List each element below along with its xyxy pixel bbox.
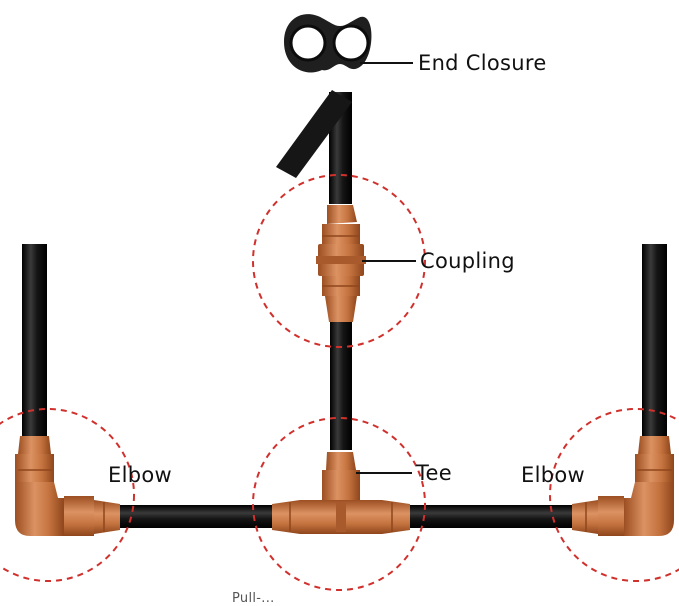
leader-lines	[356, 62, 416, 474]
end-closure-fitting	[284, 14, 372, 73]
bottom-caption: Pull-...	[232, 591, 275, 606]
elbow-right-fitting	[572, 436, 674, 536]
pipe-horizontal-right	[408, 505, 573, 528]
pipe-center-angled	[276, 90, 352, 178]
highlight-circles	[0, 174, 679, 591]
elbow-left-highlight-circle	[0, 408, 135, 582]
tee-highlight-circle	[252, 417, 426, 591]
elbow-left-fitting	[15, 436, 120, 536]
pipe-center-lower	[330, 322, 352, 450]
coupling-label: Coupling	[420, 249, 515, 273]
tee-label: Tee	[416, 461, 452, 485]
pipe-left-vertical	[22, 244, 47, 444]
elbow-right-label: Elbow	[521, 463, 585, 487]
elbow-left-label: Elbow	[108, 463, 172, 487]
tee-fitting	[272, 452, 410, 534]
end-closure-label: End Closure	[418, 51, 547, 75]
coupling-fitting	[316, 205, 366, 322]
elbow-right-highlight-circle	[549, 408, 679, 582]
coupling-highlight-circle	[252, 174, 426, 348]
pipe-horizontal-left	[118, 505, 274, 528]
